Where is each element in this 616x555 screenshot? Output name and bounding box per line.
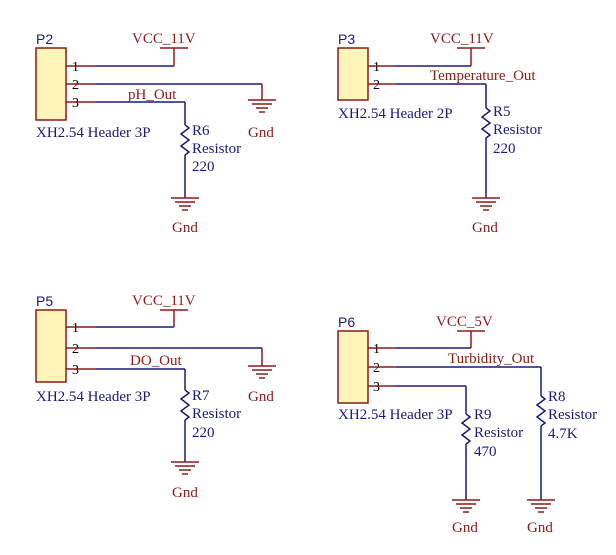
r8-comment: Resistor	[548, 407, 597, 423]
p2-block: P2 1 2 3 XH2.54 Header 3P VCC_11V Gnd pH…	[35, 31, 276, 236]
r8-ground-icon	[527, 499, 555, 513]
p3-connector-body	[337, 47, 369, 101]
r5-designator: R5	[493, 104, 511, 120]
p6-comment: XH2.54 Header 3P	[338, 407, 453, 423]
r6-designator: R6	[192, 123, 210, 139]
p2-gnd-label: Gnd	[248, 125, 274, 141]
r9-value: 470	[474, 444, 497, 460]
r9-comment: Resistor	[474, 425, 523, 441]
p5-pin-2: 2	[72, 342, 79, 357]
p3-block: P3 1 2 XH2.54 Header 2P VCC_11V Temperat…	[337, 31, 542, 236]
p2-ground-icon	[248, 99, 276, 113]
p5-designator: P5	[36, 293, 53, 309]
p6-block: P6 1 2 3 XH2.54 Header 3P VCC_5V Turbidi…	[337, 314, 597, 536]
p5-pin-1: 1	[72, 321, 79, 336]
p5-comment: XH2.54 Header 3P	[36, 389, 151, 405]
p6-designator: P6	[338, 314, 355, 330]
p2-pin-3: 3	[72, 96, 79, 111]
r7-resistor-icon	[179, 389, 191, 421]
p5-pin-3: 3	[72, 363, 79, 378]
p2-connector-body	[35, 47, 67, 121]
p5-gnd-label: Gnd	[248, 389, 274, 405]
r9-resistor-icon	[460, 413, 472, 445]
r5-gnd-label: Gnd	[472, 220, 498, 236]
r6-value: 220	[192, 159, 215, 175]
p3-pin-2: 2	[373, 78, 380, 93]
r9-designator: R9	[474, 407, 492, 423]
r5-ground-icon	[472, 197, 500, 211]
r7-value: 220	[192, 425, 215, 441]
r5-value: 220	[493, 141, 516, 157]
r6-comment: Resistor	[192, 141, 241, 157]
p2-designator: P2	[36, 31, 53, 47]
p5-block: P5 1 2 3 XH2.54 Header 3P VCC_11V Gnd DO…	[35, 293, 276, 501]
p3-vcc-label: VCC_11V	[430, 31, 494, 47]
p5-ground-icon	[248, 365, 276, 379]
r5-comment: Resistor	[493, 122, 542, 138]
r8-designator: R8	[548, 389, 566, 405]
r8-gnd-label: Gnd	[527, 520, 553, 536]
r5-resistor-icon	[480, 107, 492, 139]
r9-ground-icon	[452, 499, 480, 513]
p2-vcc-label: VCC_11V	[132, 31, 196, 47]
r8-value: 4.7K	[548, 426, 578, 442]
do-out-net-label: DO_Out	[130, 353, 182, 369]
p6-pin-2: 2	[373, 361, 380, 376]
p6-vcc-label: VCC_5V	[436, 314, 493, 330]
p3-pin-1: 1	[373, 60, 380, 75]
p2-pin-1: 1	[72, 60, 79, 75]
r7-gnd-label: Gnd	[172, 485, 198, 501]
p5-vcc-label: VCC_11V	[132, 293, 196, 309]
temperature-out-net-label: Temperature_Out	[430, 68, 536, 84]
r9-gnd-label: Gnd	[452, 520, 478, 536]
p3-designator: P3	[338, 31, 355, 47]
ph-out-net-label: pH_Out	[128, 87, 177, 103]
r7-designator: R7	[192, 388, 210, 404]
r6-ground-icon	[171, 197, 199, 211]
r8-resistor-icon	[535, 395, 547, 427]
p2-comment: XH2.54 Header 3P	[36, 125, 151, 141]
p3-comment: XH2.54 Header 2P	[338, 106, 453, 122]
r7-ground-icon	[171, 461, 199, 475]
p5-connector-body	[35, 309, 67, 383]
turbidity-out-net-label: Turbidity_Out	[448, 351, 535, 367]
r6-resistor-icon	[179, 124, 191, 156]
p6-pin-3: 3	[373, 380, 380, 395]
r7-comment: Resistor	[192, 406, 241, 422]
p2-pin-2: 2	[72, 78, 79, 93]
r6-gnd-label: Gnd	[172, 220, 198, 236]
p6-pin-1: 1	[373, 342, 380, 357]
p6-connector-body	[337, 330, 369, 404]
